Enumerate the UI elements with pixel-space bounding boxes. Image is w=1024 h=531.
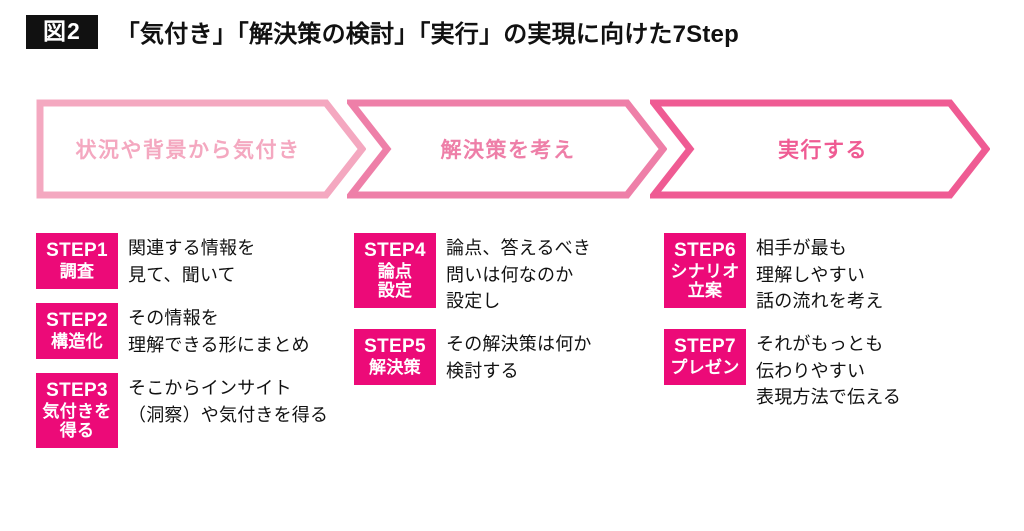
step-badge-number: STEP1 [46, 240, 108, 261]
step-badge-label: プレゼン [670, 357, 740, 377]
chevron-shape-icon [347, 99, 667, 199]
step-badge-label: 調査 [59, 261, 95, 281]
step-description-line: 表現方法で伝える [756, 387, 902, 408]
step-description: その解決策は何か検討する [436, 329, 654, 384]
step-description-line: その解決策は何か [446, 333, 592, 354]
phase-chevron-label-awareness: 状況や背景から気付き [75, 139, 301, 162]
step-description-line: 理解しやすい [756, 264, 866, 285]
phase-chevron-label-execution: 実行する [778, 139, 868, 162]
phase-chevron-awareness: 状況や背景から気付き [36, 99, 366, 199]
step-badge-label: 立案 [687, 281, 723, 301]
step-description-line: 関連する情報を [128, 238, 256, 258]
step-description-line: 見て、聞いて [128, 264, 236, 285]
step-description: 相手が最も理解しやすい話の流れを考え [746, 233, 984, 315]
step-description-line: 論点、答えるべき [446, 238, 592, 258]
step-badge-label: 得る [59, 421, 95, 441]
phase-chevron-execution: 実行する [650, 99, 990, 199]
step-description-line: そこからインサイト [128, 378, 292, 399]
step-badge-label: 気付きを [42, 401, 112, 421]
step-description: それがもっとも伝わりやすい表現方法で伝える [746, 329, 984, 411]
step-badge-number: STEP4 [364, 240, 426, 261]
step-badge-number: STEP7 [674, 335, 736, 357]
phase-chevron-solution: 解決策を考え [347, 99, 667, 199]
step-description: 関連する情報を見て、聞いて [118, 233, 346, 288]
chevron-shape-icon [650, 99, 990, 199]
step-description-line: 話の流れを考え [756, 291, 884, 312]
page-title: 「気付き」「解決策の検討」「実行」の実現に向けた7Step [115, 21, 739, 48]
title-row: 図2 「気付き」「解決策の検討」「実行」の実現に向けた7Step [26, 14, 739, 49]
step-badge-label: 論点 [377, 261, 413, 281]
step-description: そこからインサイト （洞察）や気付きを得る [118, 373, 346, 428]
step-badge-number: STEP3 [46, 380, 108, 402]
step-badge-number: STEP2 [46, 310, 108, 332]
step-badge-label: 構造化 [51, 331, 103, 351]
figure-number-badge: 図2 [26, 14, 98, 49]
step-badge-label: シナリオ [670, 261, 740, 281]
step-description-line: 伝わりやすい [756, 360, 866, 381]
chevron-shape-icon [36, 99, 366, 199]
step-badge-label: 設定 [377, 281, 413, 301]
step-description-line: それがもっとも [756, 333, 884, 354]
step-description-line: 相手が最も [756, 238, 847, 258]
phase-chevron-label-solution: 解決策を考え [440, 139, 576, 162]
step-description: その情報を理解できる形にまとめ [118, 303, 346, 358]
step-description: 論点、答えるべき問いは何なのか設定し [436, 233, 654, 315]
step-badge-number: STEP5 [364, 335, 426, 357]
step-badge-number: STEP6 [674, 240, 736, 261]
step-description-line: （洞察）や気付きを得る [128, 404, 329, 425]
step-description-line: その情報を [128, 308, 219, 329]
step-description-line: 理解できる形にまとめ [128, 334, 310, 355]
step-description-line: 問いは何なのか [446, 264, 574, 285]
step-description-line: 検討する [446, 360, 519, 381]
phase-chevron-band: 状況や背景から気付き 解決策を考え 実行する [0, 99, 1024, 199]
step-badge-label: 解決策 [369, 357, 421, 377]
step-description-line: 設定し [446, 291, 501, 312]
